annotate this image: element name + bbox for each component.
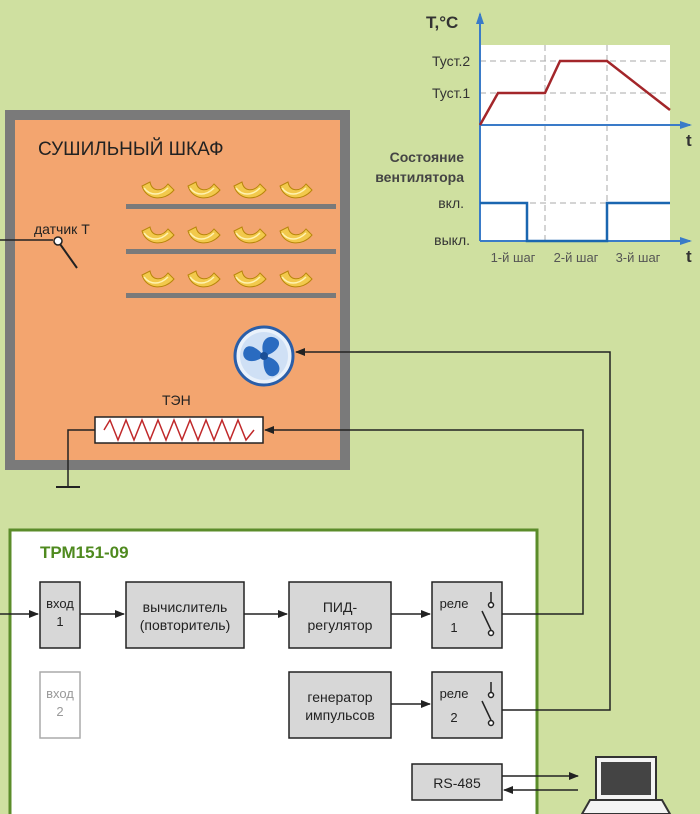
fan-off-label: выкл.: [434, 232, 470, 248]
laptop-icon: [580, 756, 672, 814]
shelf: [126, 249, 336, 254]
heater-ground-wire: [67, 429, 95, 487]
step-label: 2-й шаг: [554, 250, 599, 265]
temperature-line: [478, 59, 671, 126]
sensor-probe: [59, 243, 78, 269]
generator-block: [288, 671, 392, 739]
input1-block: [39, 581, 81, 649]
relay2-label: реле: [440, 686, 469, 701]
pid-sublabel: регулятор: [308, 617, 373, 633]
sensor-label: датчик Т: [34, 221, 90, 237]
relay1-block: [431, 581, 503, 649]
relay1-label: реле: [440, 596, 469, 611]
time-axis-label: t: [686, 131, 692, 150]
fan-state-title-2: вентилятора: [375, 169, 464, 185]
fan-on-label: вкл.: [438, 195, 464, 211]
calculator-block: [125, 581, 245, 649]
cabinet-body: [5, 110, 350, 470]
relay2-number: 2: [450, 710, 457, 725]
fan-state-line: [480, 201, 670, 243]
input1-label: вход: [46, 596, 74, 611]
shelf: [126, 293, 336, 298]
relay1-switch: [481, 592, 495, 637]
input2-number: 2: [56, 704, 63, 719]
heater-label: ТЭН: [162, 392, 191, 408]
relay1-to-heater-wire: [264, 426, 584, 615]
heater-coil: [103, 417, 255, 443]
time-axis-label-2: t: [686, 247, 692, 266]
relay2-switch: [481, 682, 495, 727]
input1-number: 1: [56, 614, 63, 629]
pid-block: [288, 581, 392, 649]
controller-trm151: ТРМ151-09 вход 1 вход 2 вычислитель (пов…: [0, 528, 579, 814]
relay2-block: [431, 671, 503, 739]
chart-panel: [480, 45, 670, 241]
sensor-node: [53, 236, 63, 246]
calculator-label: вычислитель: [143, 599, 228, 615]
step-label: 1-й шаг: [491, 250, 536, 265]
drying-cabinet: СУШИЛЬНЫЙ ШКАФ датчик Т ТЭН: [0, 110, 350, 488]
relay1-number: 1: [450, 620, 457, 635]
t-set2-label: Туст.2: [432, 53, 470, 69]
process-chart: T,°C Туст.2 Туст.1 t Состояние вентилято…: [375, 12, 692, 266]
generator-sublabel: импульсов: [305, 707, 375, 723]
pid-label: ПИД-: [323, 599, 358, 615]
relay2-to-fan-wire: [295, 348, 611, 711]
t-set1-label: Туст.1: [432, 85, 470, 101]
controller-title: ТРМ151-09: [40, 543, 129, 562]
fan-state-title-1: Состояние: [390, 149, 465, 165]
calculator-sublabel: (повторитель): [140, 617, 231, 633]
step-label: 3-й шаг: [616, 250, 661, 265]
rs485-block: [411, 763, 503, 801]
input2-label: вход: [46, 686, 74, 701]
cabinet-title: СУШИЛЬНЫЙ ШКАФ: [38, 138, 224, 160]
generator-label: генератор: [307, 689, 372, 705]
input2-block: [39, 671, 81, 739]
fan-icon: [233, 325, 295, 387]
shelf: [126, 204, 336, 209]
rs485-label: RS-485: [433, 775, 481, 791]
temp-axis-label: T,°C: [426, 13, 458, 32]
